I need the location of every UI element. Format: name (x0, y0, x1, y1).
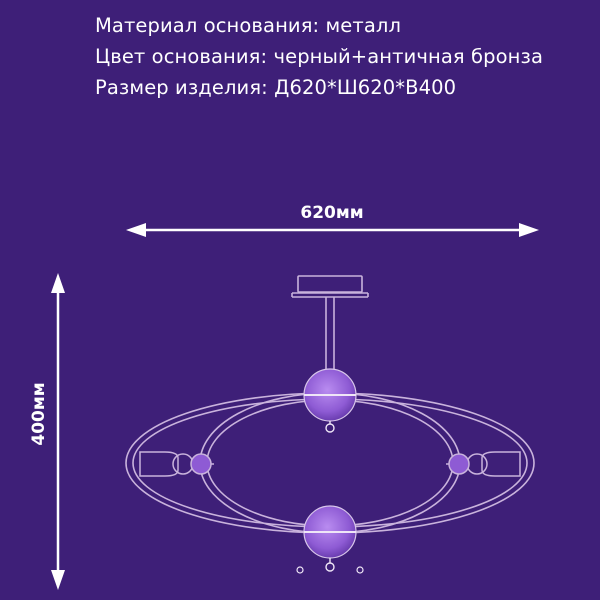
spec-material: Материал основания: металл (95, 14, 402, 37)
ceiling-canopy (291, 275, 369, 298)
spec-size: Размер изделия: Д620*Ш620*В400 (95, 76, 457, 99)
height-label: 400мм (29, 382, 49, 445)
top-hub (303, 368, 357, 433)
suspension-rod (325, 297, 335, 376)
right-lamp-socket (446, 451, 521, 477)
width-label: 620мм (300, 203, 363, 223)
width-dimension-arrow (126, 223, 539, 237)
spec-color: Цвет основания: черный+античная бронза (95, 45, 544, 68)
height-dimension-arrow (51, 273, 65, 590)
bottom-hub (296, 505, 364, 574)
left-lamp-socket (139, 451, 214, 477)
spec-list: Материал основания: металл Цвет основани… (95, 10, 543, 103)
